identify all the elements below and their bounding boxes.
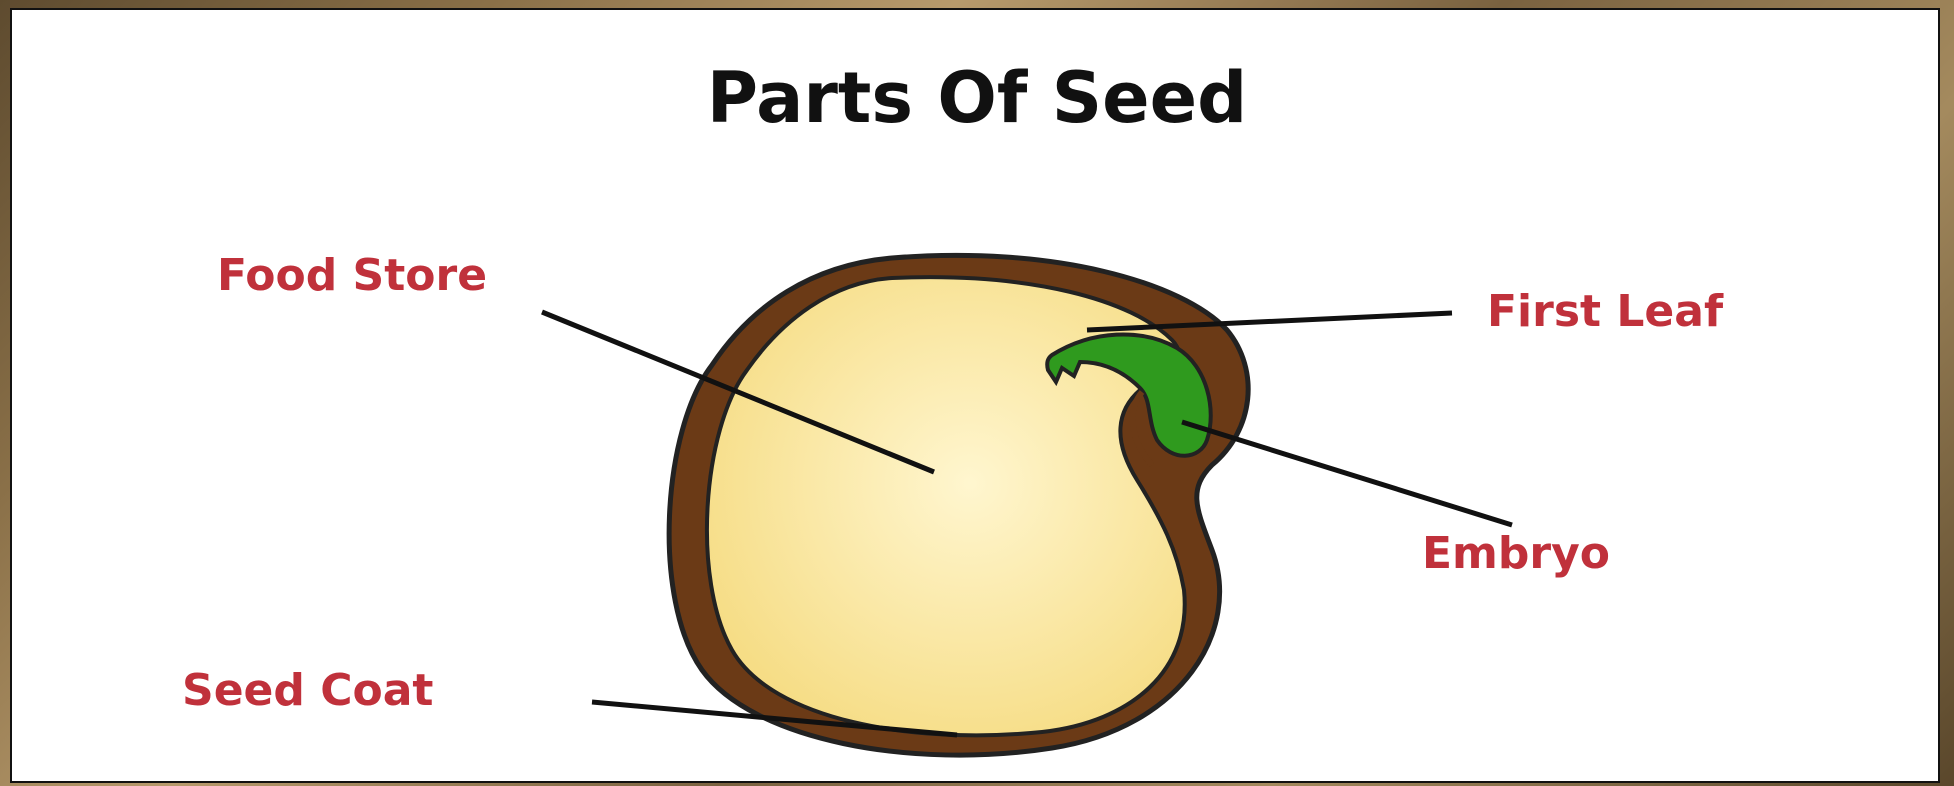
label-seed-coat: Seed Coat <box>182 665 433 716</box>
label-food-store: Food Store <box>217 250 487 301</box>
seed-diagram: Parts Of Seed Food Store First Leaf Embr… <box>12 10 1940 783</box>
label-embryo: Embryo <box>1422 528 1610 579</box>
label-first-leaf: First Leaf <box>1487 286 1724 337</box>
diagram-frame: Parts Of Seed Food Store First Leaf Embr… <box>10 8 1940 783</box>
diagram-title: Parts Of Seed <box>707 57 1247 139</box>
embryo-leader-line <box>1182 422 1512 525</box>
